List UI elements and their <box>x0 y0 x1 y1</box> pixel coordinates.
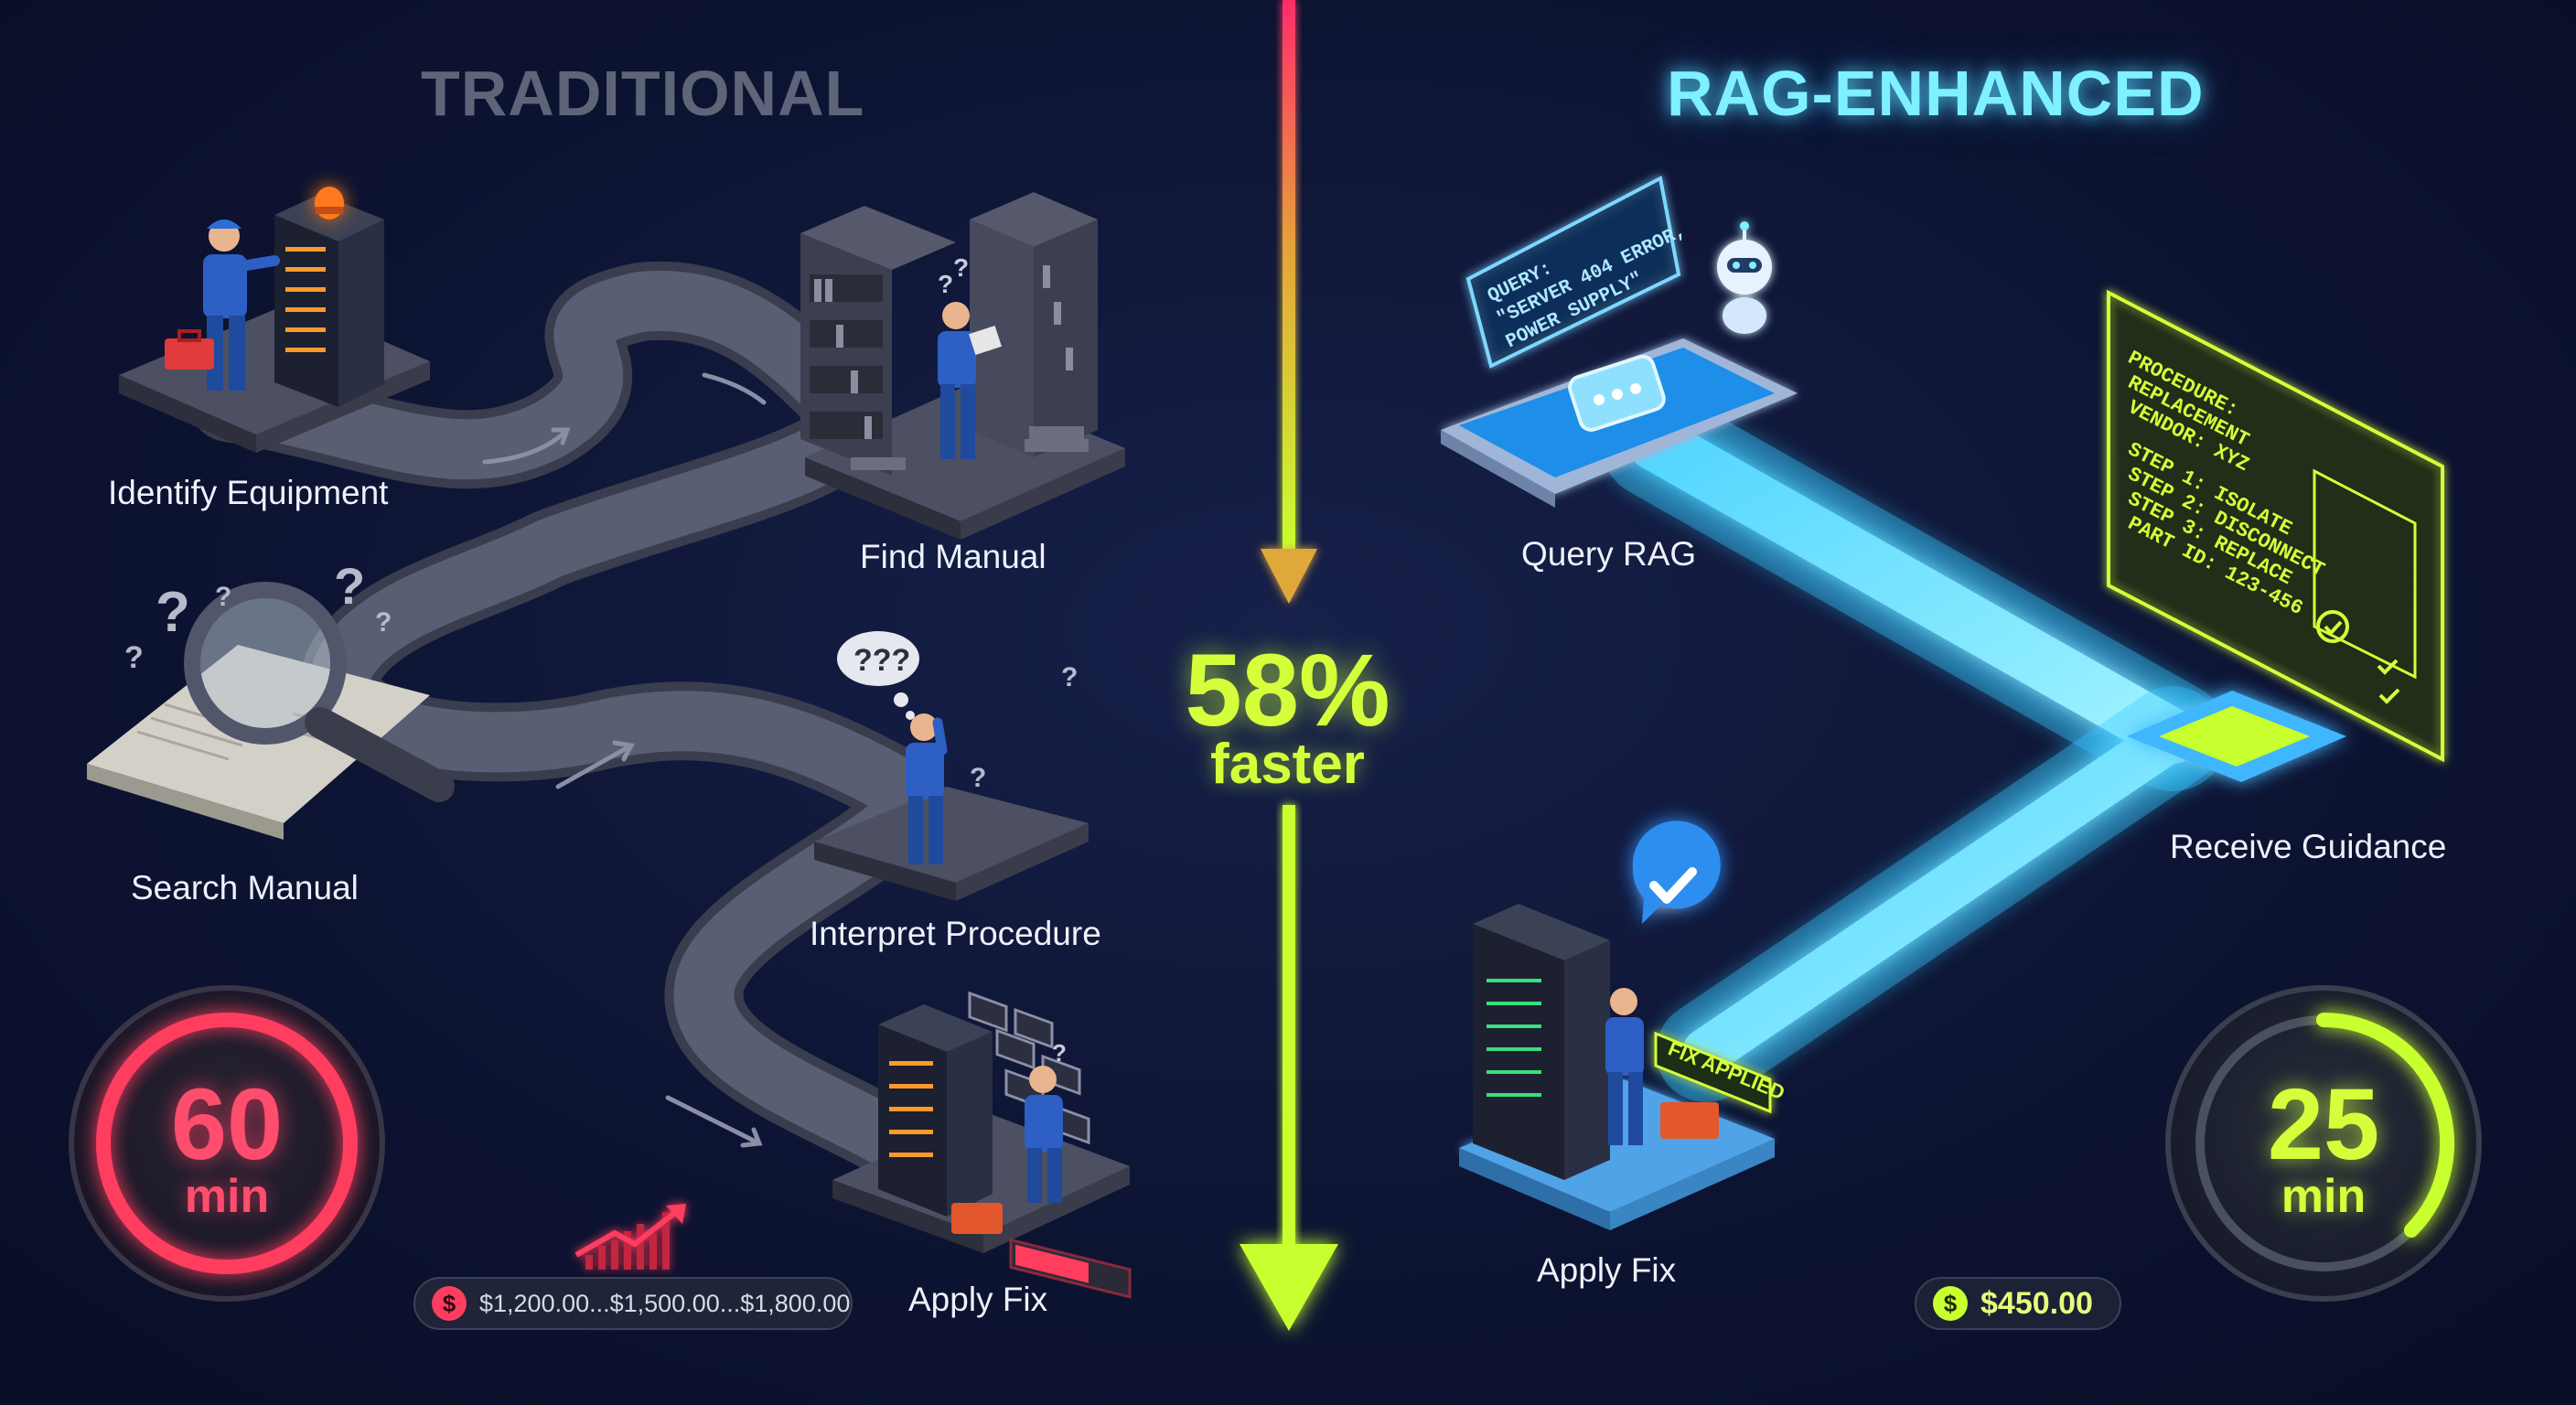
flowchart-cards <box>968 991 1090 1145</box>
svg-text:???: ??? <box>853 643 910 678</box>
technician-fixing <box>1025 1066 1063 1203</box>
technician-figure <box>203 220 280 391</box>
confused-technician <box>906 713 948 864</box>
check-icon <box>2316 610 2400 704</box>
rag-time-unit: min <box>2281 1170 2367 1223</box>
toolbox-icon <box>1660 1102 1719 1139</box>
search-manual-scene: ?? ?? ? <box>87 557 455 840</box>
down-arrow-icon <box>1240 1244 1338 1331</box>
chat-bubble-icon <box>1568 354 1666 432</box>
rag-cost-value: $450.00 <box>1980 1285 2093 1321</box>
question-mark-icon: ? <box>1052 1039 1067 1067</box>
bookshelf-right <box>970 192 1098 457</box>
rag-title: RAG-ENHANCED <box>1667 58 2205 129</box>
alarm-light-icon <box>315 187 344 220</box>
svg-text:?: ? <box>124 640 144 675</box>
path-arrow-1 <box>482 427 570 465</box>
svg-text:?: ? <box>334 557 365 615</box>
down-arrow-icon <box>1261 549 1317 604</box>
rag-time-value: 25 <box>2267 1068 2380 1181</box>
query-rag-tablet <box>1441 338 1798 508</box>
svg-text:?: ? <box>970 763 986 793</box>
toolbox-icon <box>165 329 214 370</box>
rag-beam-path <box>1601 389 2227 1102</box>
rising-cost-chart-icon <box>574 1204 686 1270</box>
svg-text:?: ? <box>1061 662 1078 692</box>
traditional-title: TRADITIONAL <box>421 58 865 129</box>
question-mark-icon: ?? <box>970 662 1078 793</box>
comparison-arrow <box>1240 0 1338 1331</box>
technician-fixing <box>1605 988 1644 1145</box>
traditional-cost-badge: $ $1,200.00...$1,500.00...$1,800.00 <box>413 1277 853 1330</box>
query-bubble: QUERY: "SERVER 404 ERROR, POWER SUPPLY" <box>1465 175 1690 369</box>
step-label-search-manual: Search Manual <box>131 869 359 906</box>
question-mark-icon: ?? ?? ? <box>124 557 392 675</box>
rag-timer-dial <box>2165 985 2482 1302</box>
traditional-cost-value: $1,200.00...$1,500.00...$1,800.00 <box>479 1289 851 1317</box>
path-arrow-3 <box>555 743 634 789</box>
guidance-panel: PROCEDURE: REPLACEMENT VENDOR: XYZ STEP … <box>2107 289 2444 763</box>
identify-equipment-scene <box>119 187 430 453</box>
rag-apply-fix-scene: FIX APPLIED <box>1459 820 1788 1230</box>
magnifier-icon <box>184 582 455 802</box>
progress-bar-warning <box>1009 1238 1132 1299</box>
svg-text:?: ? <box>156 581 190 644</box>
bookshelf-left <box>800 206 956 476</box>
dollar-coin-icon: $ <box>1933 1286 1968 1321</box>
step-label-apply-fix-rag: Apply Fix <box>1537 1251 1677 1289</box>
traditional-time-value: 60 <box>170 1068 284 1181</box>
question-mark-icon: ?? <box>938 253 969 298</box>
speed-percentage: 58% <box>1185 633 1390 747</box>
path-arrow-4 <box>665 1095 762 1146</box>
svg-text:?: ? <box>375 607 392 638</box>
step-label-query-rag: Query RAG <box>1521 535 1697 573</box>
dollar-coin-icon: $ <box>432 1286 467 1321</box>
traditional-time-unit: min <box>184 1170 270 1223</box>
traditional-apply-fix-scene: ? <box>832 1004 1132 1299</box>
interpret-procedure-scene: ??? ?? <box>814 631 1090 1145</box>
toolbox-icon <box>951 1203 1003 1234</box>
traditional-path <box>189 261 954 1192</box>
robot-icon <box>1717 221 1772 334</box>
find-manual-scene: ?? <box>800 192 1125 540</box>
receive-guidance-node <box>2127 691 2346 782</box>
svg-text:?: ? <box>215 582 231 612</box>
thought-bubble: ??? <box>837 631 919 720</box>
path-arrow-2 <box>702 372 767 405</box>
rag-cost-badge: $ $450.00 <box>1915 1277 2121 1330</box>
traditional-timer-dial <box>69 985 385 1302</box>
step-label-receive-guidance: Receive Guidance <box>2170 828 2447 865</box>
svg-text:?: ? <box>953 253 969 282</box>
server-rack <box>1473 904 1610 1180</box>
step-label-interpret-procedure: Interpret Procedure <box>810 915 1101 952</box>
check-badge-icon <box>1632 820 1721 924</box>
server-rack <box>274 194 384 407</box>
step-label-apply-fix-traditional: Apply Fix <box>908 1281 1048 1318</box>
speed-label: faster <box>1210 733 1365 796</box>
step-label-identify-equipment: Identify Equipment <box>108 474 389 511</box>
technician-reading <box>938 302 1002 459</box>
step-label-find-manual: Find Manual <box>860 538 1046 575</box>
svg-text:?: ? <box>938 270 953 298</box>
server-rack <box>878 1004 993 1217</box>
